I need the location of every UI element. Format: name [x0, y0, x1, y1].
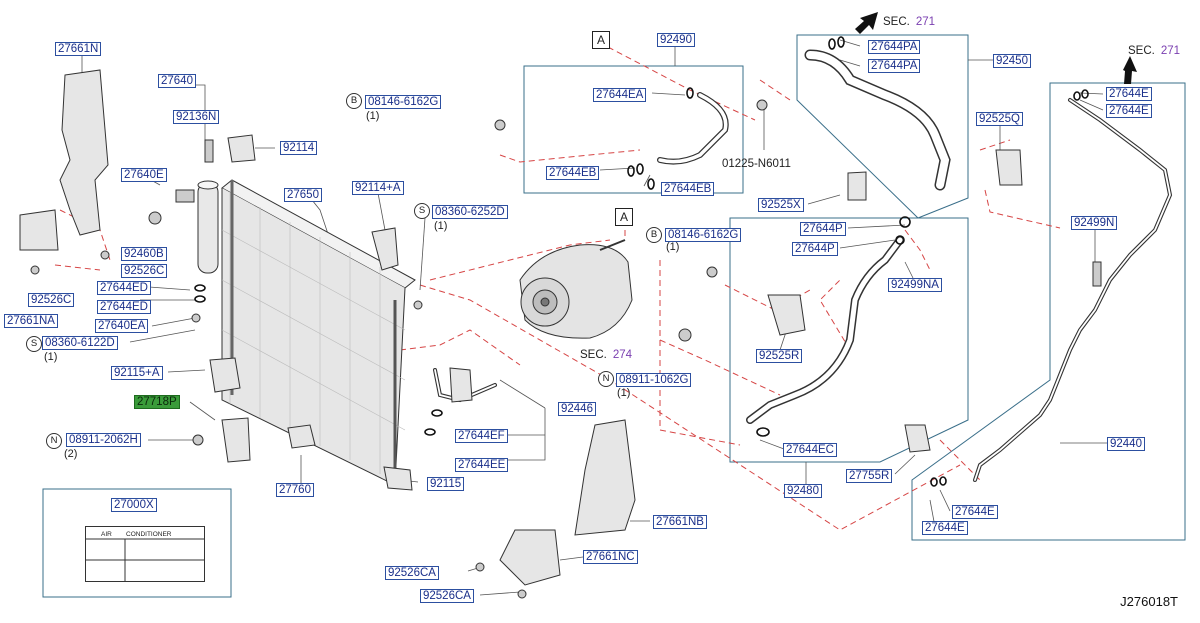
part-label-27644ec[interactable]: 27644EC: [783, 443, 837, 457]
brackets: [19, 69, 1023, 586]
part-label-27644eb-2[interactable]: 27644EB: [661, 182, 715, 196]
part-label-27760[interactable]: 27760: [276, 483, 314, 497]
part-label-92525r[interactable]: 92525R: [756, 349, 803, 363]
receiver-tank-27640: [197, 180, 219, 274]
part-label-27644e-1[interactable]: 27644E: [1106, 87, 1152, 101]
sec-arrows: [855, 12, 1137, 84]
part-label-27644ef[interactable]: 27644EF: [455, 429, 508, 443]
part-label-92136n[interactable]: 92136N: [173, 110, 220, 124]
part-label-92526ca-1[interactable]: 92526CA: [385, 566, 439, 580]
sec-prefix: SEC.: [580, 349, 607, 361]
sec-274[interactable]: SEC. 274: [580, 349, 632, 361]
part-label-27644ed-2[interactable]: 27644ED: [97, 300, 151, 314]
part-label-92525x[interactable]: 92525X: [758, 198, 804, 212]
leader-lines: [81, 39, 1107, 596]
ac-label-card-drawing: [85, 526, 205, 582]
part-label-27644e-3[interactable]: 27644E: [952, 505, 998, 519]
part-label-92480[interactable]: 92480: [784, 484, 822, 498]
part-label-92440[interactable]: 92440: [1107, 437, 1145, 451]
sec-271-right[interactable]: SEC. 271: [1128, 45, 1180, 57]
part-label-s08360-6252d[interactable]: 08360-6252D: [432, 205, 508, 219]
part-label-27755r[interactable]: 27755R: [846, 469, 893, 483]
part-label-27661nc[interactable]: 27661NC: [583, 550, 638, 564]
group-boxes: [42, 34, 1186, 598]
part-label-27000x[interactable]: 27000X: [111, 498, 157, 512]
qty-label: (1): [617, 387, 631, 399]
part-label-27661na[interactable]: 27661NA: [4, 314, 58, 328]
part-label-27661n[interactable]: 27661N: [55, 42, 102, 56]
qty-label: (1): [666, 241, 680, 253]
circle-n-marker-1: N: [598, 371, 614, 387]
qty-label: (2): [64, 448, 78, 460]
part-label-92526c-2[interactable]: 92526C: [28, 293, 75, 307]
part-label-92490[interactable]: 92490: [657, 33, 695, 47]
label-card-box: [42, 488, 232, 598]
ref-marker-a-top: A: [592, 31, 610, 49]
qty-label: (1): [44, 351, 58, 363]
sec-number: 271: [915, 16, 936, 28]
sec-271-top[interactable]: SEC. 271: [883, 16, 935, 28]
part-label-n08911-2062h[interactable]: 08911-2062H: [66, 433, 141, 447]
sec-number: 271: [1160, 45, 1181, 57]
sec-prefix: SEC.: [1128, 45, 1155, 57]
part-label-27644pa-1[interactable]: 27644PA: [868, 40, 921, 54]
part-label-27644ee[interactable]: 27644EE: [455, 458, 509, 472]
part-label-27640ea[interactable]: 27640EA: [95, 319, 149, 333]
hose-box-92490: [523, 65, 744, 194]
hoses: [433, 49, 1173, 482]
compressor: [519, 239, 633, 339]
part-label-27640[interactable]: 27640: [158, 74, 196, 88]
part-label-92499n[interactable]: 92499N: [1071, 216, 1118, 230]
fasteners: [30, 99, 1102, 599]
o-rings: [194, 36, 1089, 487]
part-label-s08360-6122d[interactable]: 08360-6122D: [42, 336, 118, 350]
qty-label: (1): [434, 220, 448, 232]
circle-s-marker-1: S: [414, 203, 430, 219]
part-label-92526c-1[interactable]: 92526C: [121, 264, 168, 278]
part-label-27644ea[interactable]: 27644EA: [593, 88, 647, 102]
part-label-n08911-1062g[interactable]: 08911-1062G: [616, 373, 692, 387]
part-label-b08146-6162g-1[interactable]: 08146-6162G: [365, 95, 442, 109]
part-label-27644e-4[interactable]: 27644E: [922, 521, 968, 535]
hose-box-92450: [796, 34, 969, 219]
part-label-27644p-2[interactable]: 27644P: [792, 242, 838, 256]
circle-b-marker-1: B: [346, 93, 362, 109]
condenser-27650: [221, 179, 416, 486]
part-label-27644e-2[interactable]: 27644E: [1106, 104, 1152, 118]
part-label-92114[interactable]: 92114: [280, 141, 318, 155]
part-label-92499na[interactable]: 92499NA: [888, 278, 942, 292]
circle-s-marker-2: S: [26, 336, 42, 352]
circle-n-marker-2: N: [46, 433, 62, 449]
part-label-27644eb-1[interactable]: 27644EB: [546, 166, 600, 180]
sec-number: 274: [612, 349, 633, 361]
part-label-92446[interactable]: 92446: [558, 402, 596, 416]
sec-prefix: SEC.: [883, 16, 910, 28]
part-label-27644pa-2[interactable]: 27644PA: [868, 59, 921, 73]
part-label-92115[interactable]: 92115: [427, 477, 465, 491]
label-card-text-air: AIR: [101, 531, 112, 538]
part-label-92460b[interactable]: 92460B: [121, 247, 167, 261]
part-label-27640e[interactable]: 27640E: [121, 168, 167, 182]
part-label-b08146-6162g-2[interactable]: 08146-6162G: [665, 228, 742, 242]
part-label-92114a[interactable]: 92114+A: [352, 181, 404, 195]
circle-b-marker-2: B: [646, 227, 662, 243]
part-label-27661nb[interactable]: 27661NB: [653, 515, 707, 529]
part-label-27650[interactable]: 27650: [284, 188, 322, 202]
part-label-27644p-1[interactable]: 27644P: [800, 222, 846, 236]
diagram-code: J276018T: [1120, 594, 1178, 609]
qty-label: (1): [366, 110, 380, 122]
part-number-01225-n6011[interactable]: 01225-N6011: [722, 158, 791, 170]
part-label-92115a[interactable]: 92115+A: [111, 366, 163, 380]
label-card-text-conditioner: CONDITIONER: [126, 531, 172, 538]
part-label-92526ca-2[interactable]: 92526CA: [420, 589, 474, 603]
ref-marker-a-mid: A: [615, 208, 633, 226]
part-label-92450[interactable]: 92450: [993, 54, 1031, 68]
part-label-27718p[interactable]: 27718P: [134, 395, 180, 409]
part-label-92525q[interactable]: 92525Q: [976, 112, 1023, 126]
part-label-27644ed-1[interactable]: 27644ED: [97, 281, 151, 295]
pipe-box-92440: [911, 82, 1186, 541]
